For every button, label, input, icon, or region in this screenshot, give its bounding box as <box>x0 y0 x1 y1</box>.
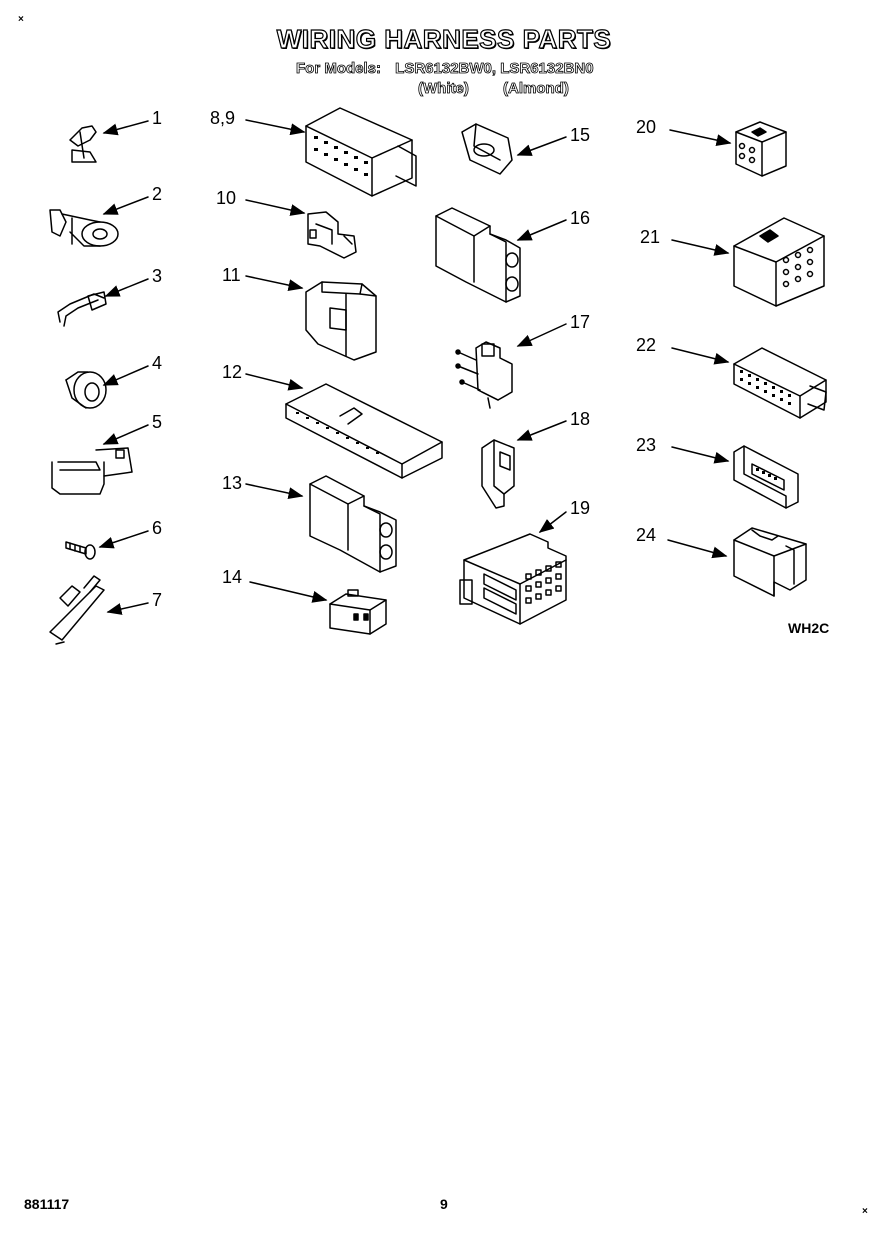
parts-diagram: 1 2 3 4 <box>49 107 827 645</box>
part-22-multi-row-connector <box>733 347 827 419</box>
leader-13 <box>245 483 304 500</box>
part-6-screw <box>65 541 96 560</box>
corner-mark-bottom-right: × <box>862 1206 868 1217</box>
callout-22: 22 <box>636 335 656 355</box>
part-5-strap-clamp <box>51 447 133 495</box>
part-10-terminal <box>307 211 357 259</box>
leader-20 <box>669 129 732 147</box>
part-8-9-connector <box>305 107 417 197</box>
part-3-wire-clip <box>57 291 107 327</box>
colors-line: (White) (Almond) <box>418 80 570 98</box>
page-number: 9 <box>440 1196 448 1212</box>
leader-3 <box>104 278 149 297</box>
leader-24 <box>667 539 728 559</box>
model-numbers: LSR6132BW0, LSR6132BN0 <box>395 60 594 78</box>
callout-12: 12 <box>222 362 242 382</box>
part-24-cutout-housing <box>733 527 807 597</box>
diagram-code: WH2C <box>788 620 830 636</box>
callout-5: 5 <box>152 412 162 432</box>
part-14-small-plug <box>329 589 387 635</box>
leader-6 <box>98 530 149 549</box>
callout-10: 10 <box>216 188 236 208</box>
leader-15 <box>516 136 567 156</box>
leader-7 <box>106 602 149 615</box>
leader-22 <box>671 347 730 365</box>
part-13-two-hole-housing <box>309 475 397 573</box>
corner-mark-top-left: × <box>18 14 24 25</box>
leader-18 <box>516 420 567 441</box>
part-4-grommet <box>65 371 107 409</box>
leader-19 <box>538 511 567 533</box>
callout-8-9: 8,9 <box>210 108 235 128</box>
part-1-clip <box>69 125 97 163</box>
part-15-half-tube <box>461 123 513 175</box>
part-12-terminal-block <box>285 383 443 479</box>
leader-23 <box>671 446 730 464</box>
callout-3: 3 <box>152 266 162 286</box>
callout-4: 4 <box>152 353 162 373</box>
callout-6: 6 <box>152 518 162 538</box>
part-2-clamp <box>49 209 119 247</box>
callout-11: 11 <box>222 265 241 285</box>
callout-1: 1 <box>152 108 162 128</box>
part-11-housing <box>305 281 377 361</box>
part-7-bar-clip <box>49 575 105 645</box>
part-16-two-hole-housing <box>435 207 521 303</box>
part-20-block-connector <box>735 121 787 177</box>
color-almond: (Almond) <box>503 80 570 98</box>
callout-7: 7 <box>152 590 162 610</box>
callout-14: 14 <box>222 567 242 587</box>
callout-19: 19 <box>570 498 590 518</box>
leader-17 <box>516 323 567 347</box>
leader-12 <box>245 373 304 391</box>
leader-5 <box>102 424 149 445</box>
callout-15: 15 <box>570 125 590 145</box>
callout-16: 16 <box>570 208 590 228</box>
models-line: For Models: LSR6132BW0, LSR6132BN0 <box>296 60 594 78</box>
leader-8-9 <box>245 119 306 136</box>
callout-20: 20 <box>636 117 656 137</box>
part-17-pin-connector <box>455 341 513 409</box>
part-19-multi-pin-connector <box>459 533 567 625</box>
part-21-large-block <box>733 217 825 307</box>
callout-13: 13 <box>222 473 242 493</box>
callout-2: 2 <box>152 184 162 204</box>
callout-23: 23 <box>636 435 656 455</box>
leader-2 <box>102 196 149 215</box>
leader-14 <box>249 581 328 603</box>
callout-21: 21 <box>640 227 660 247</box>
part-23-flat-connector <box>733 445 799 509</box>
leader-21 <box>671 239 730 256</box>
callout-24: 24 <box>636 525 656 545</box>
color-white: (White) <box>418 80 470 98</box>
part-18-bracket <box>481 439 515 509</box>
callout-17: 17 <box>570 312 590 332</box>
leader-4 <box>102 365 149 386</box>
page-title: WIRING HARNESS PARTS <box>276 23 612 54</box>
models-prefix: For Models: <box>296 60 382 78</box>
document-number: 881117 <box>24 1196 70 1212</box>
leader-16 <box>516 219 567 241</box>
leader-11 <box>245 275 304 292</box>
leader-10 <box>245 199 306 216</box>
leader-1 <box>102 120 149 136</box>
callout-18: 18 <box>570 409 590 429</box>
